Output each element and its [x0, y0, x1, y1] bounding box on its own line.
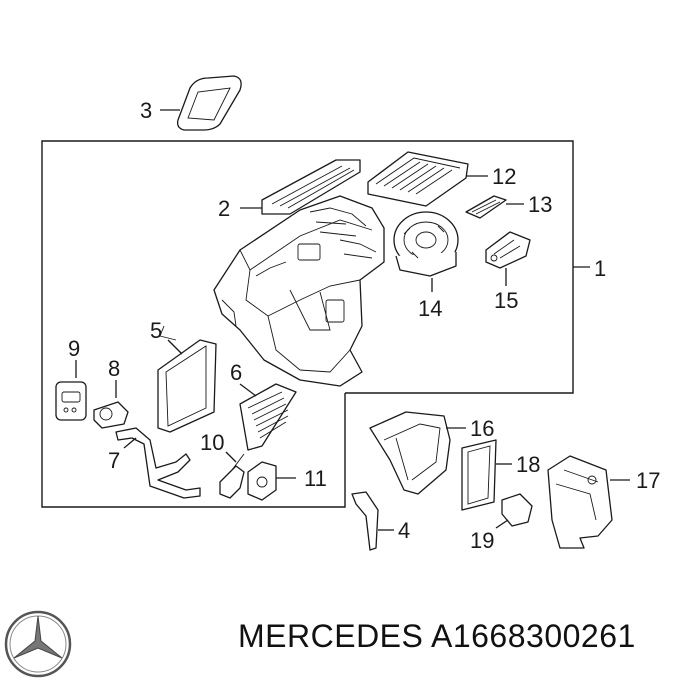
- part-number: A1668300261: [430, 618, 636, 654]
- callout-3: 3: [140, 98, 152, 123]
- part-2-duct[interactable]: [240, 159, 361, 215]
- assembly-frame: [41, 140, 574, 508]
- part-12-filter[interactable]: [367, 151, 488, 207]
- part-17-duct-housing[interactable]: [547, 455, 630, 549]
- footer-caption: MERCEDES A1668300261: [238, 618, 636, 655]
- part-14-blower-motor[interactable]: [393, 211, 459, 292]
- part-7-drain-hose[interactable]: [115, 427, 201, 499]
- part-3-seal[interactable]: [160, 75, 242, 131]
- callout-15: 15: [494, 288, 518, 313]
- part-5-evaporator[interactable]: [157, 325, 217, 433]
- callout-12: 12: [492, 164, 516, 189]
- part-11-actuator-motor[interactable]: [247, 461, 296, 501]
- callout-14: 14: [418, 296, 442, 321]
- callout-4: 4: [398, 518, 410, 543]
- part-13-filter[interactable]: [465, 195, 524, 219]
- callout-2: 2: [218, 196, 230, 221]
- callout-7: 7: [108, 448, 120, 473]
- part-4-hose[interactable]: [351, 491, 394, 551]
- brand-name: MERCEDES: [238, 618, 424, 654]
- callout-10: 10: [200, 430, 224, 455]
- part-1-hvac-housing[interactable]: [213, 195, 385, 387]
- callout-5: 5: [150, 318, 162, 343]
- callout-16: 16: [470, 416, 494, 441]
- callout-17: 17: [636, 468, 660, 493]
- part-19-bracket[interactable]: [495, 493, 533, 529]
- callout-19: 19: [470, 528, 494, 553]
- part-6-heater-core[interactable]: [239, 383, 297, 451]
- part-10-sensor[interactable]: [219, 451, 245, 499]
- callout-1: 1: [594, 256, 606, 281]
- callout-18: 18: [516, 452, 540, 477]
- callout-8: 8: [108, 356, 120, 381]
- part-15-resistor[interactable]: [485, 231, 531, 286]
- part-8-actuator[interactable]: [93, 380, 129, 429]
- callout-13: 13: [528, 192, 552, 217]
- mercedes-star-icon: [4, 610, 72, 678]
- callout-6: 6: [230, 360, 242, 385]
- part-18-filter-plate[interactable]: [461, 439, 512, 511]
- part-9-control-unit[interactable]: [55, 360, 87, 421]
- callout-11: 11: [304, 466, 327, 491]
- callout-9: 9: [68, 336, 80, 361]
- part-16-housing[interactable]: [369, 411, 466, 495]
